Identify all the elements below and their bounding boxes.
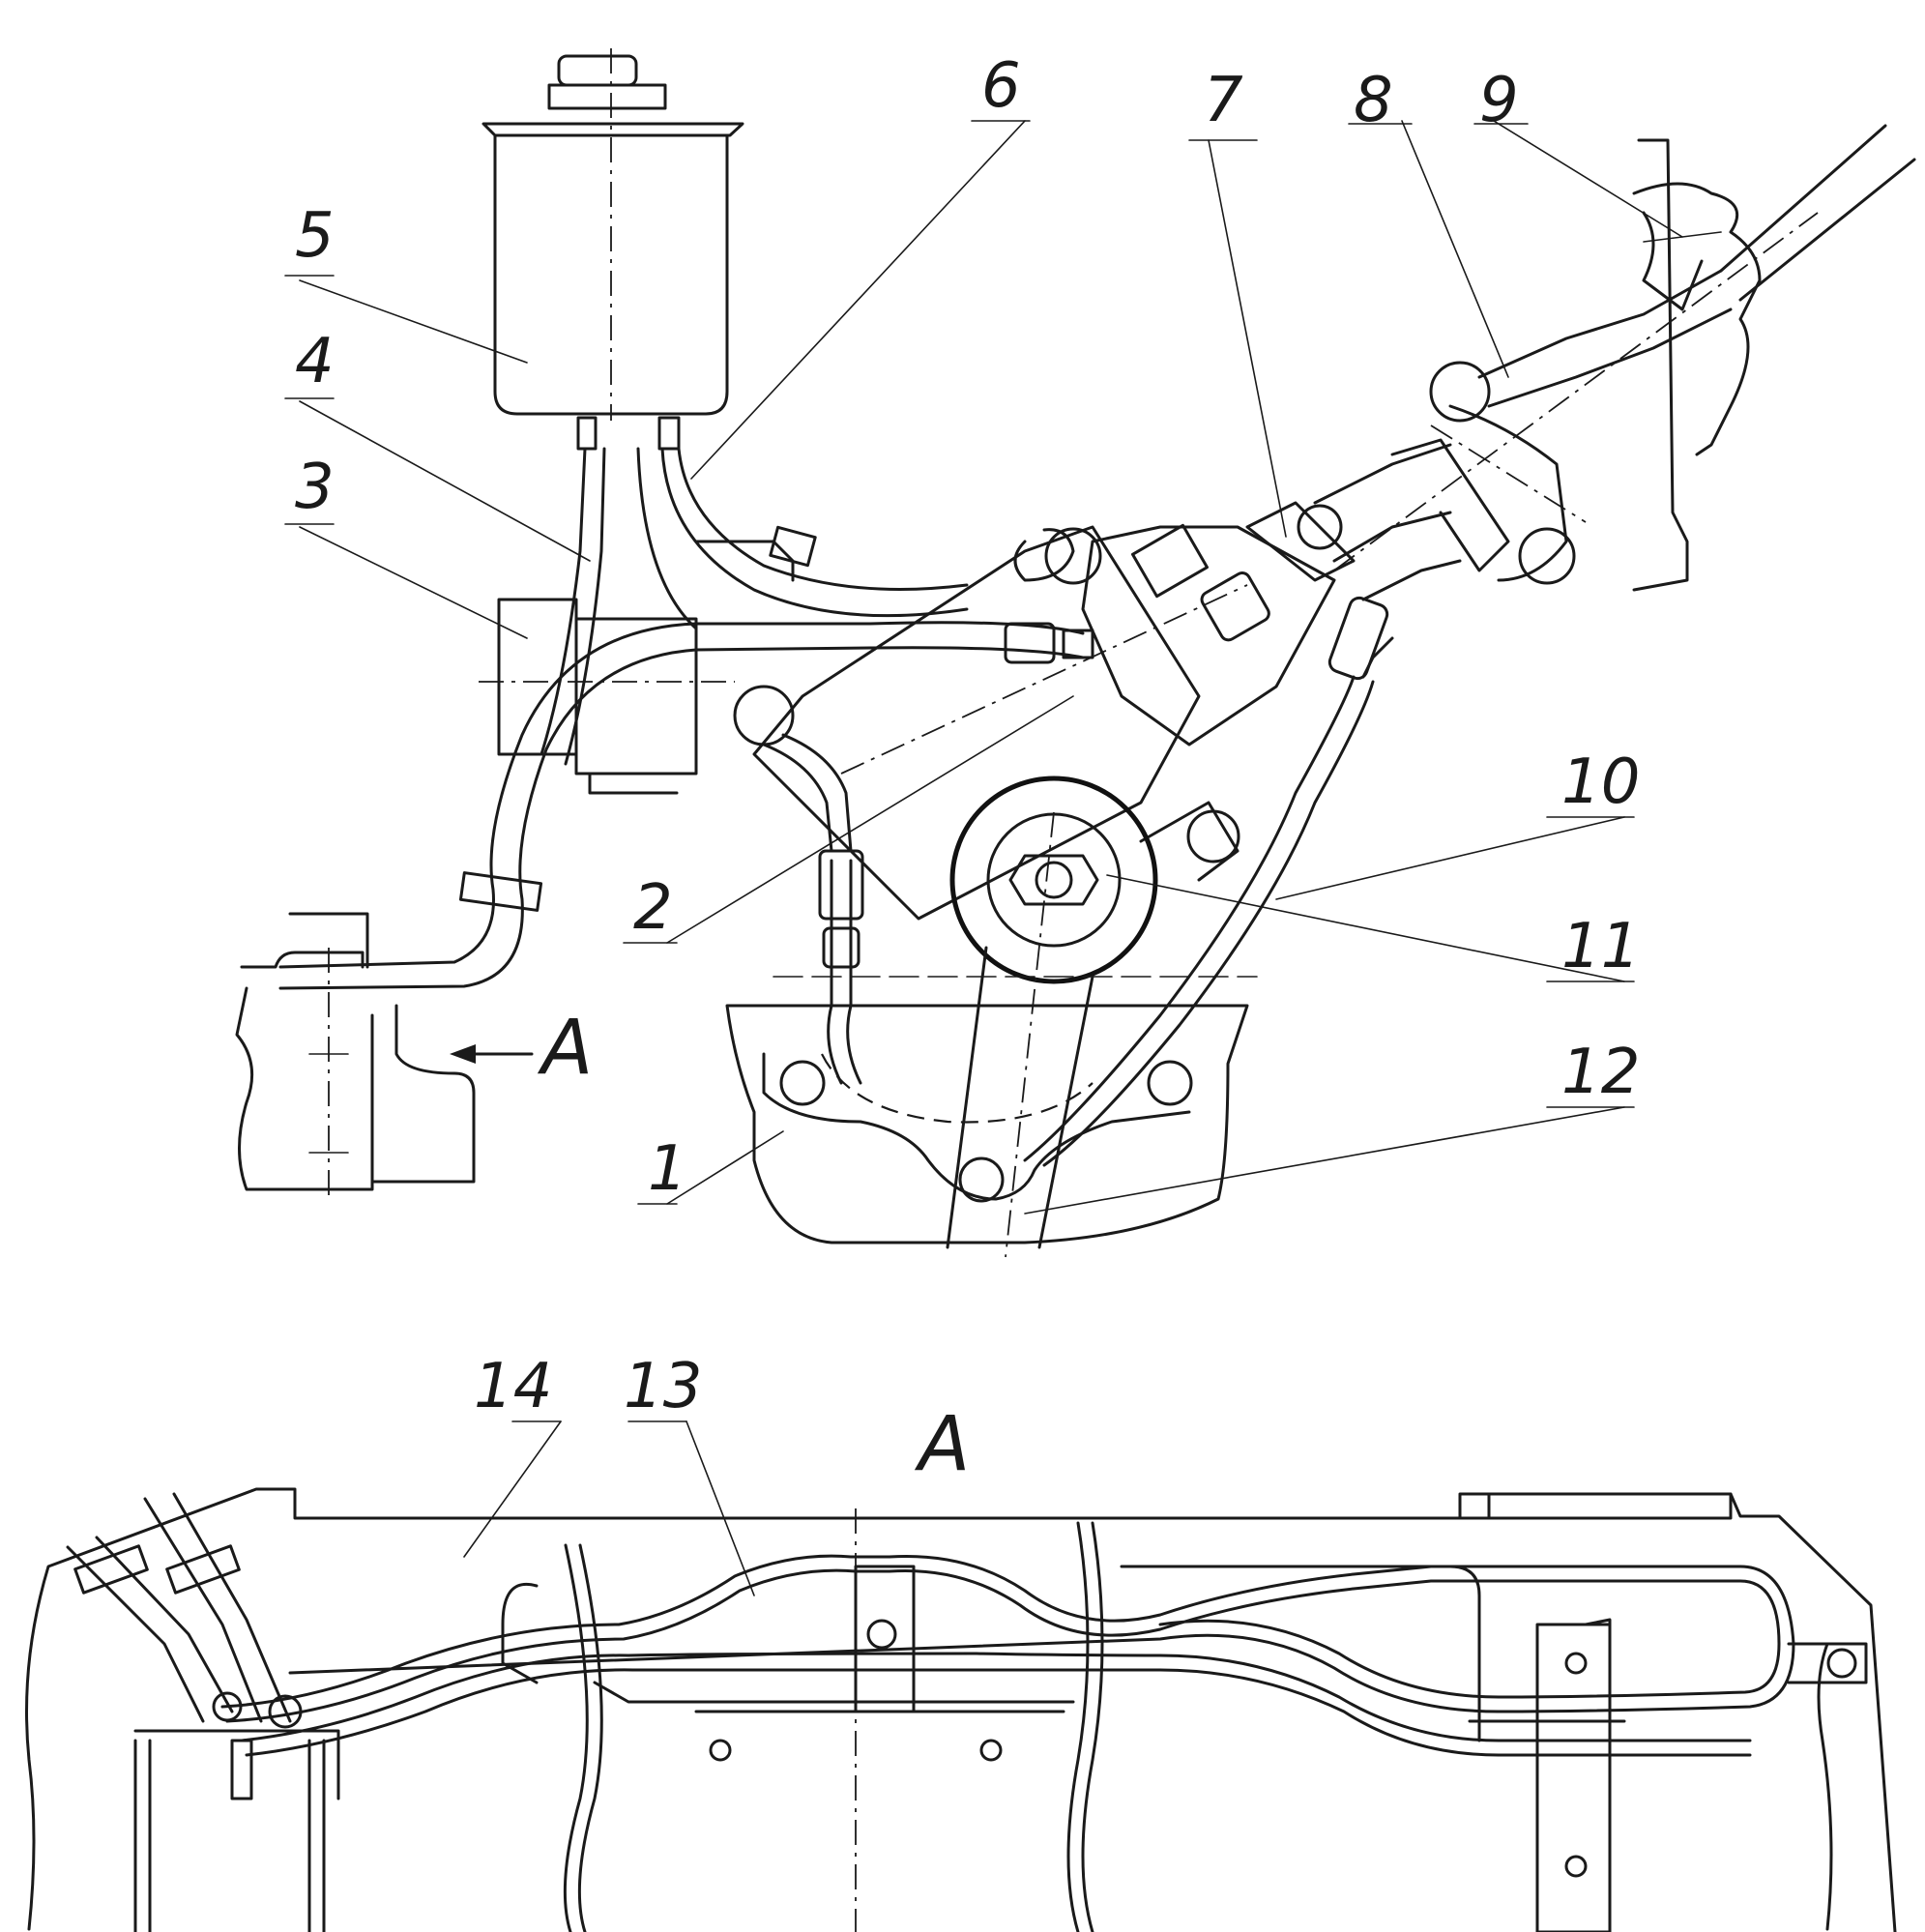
label-14: 14 xyxy=(474,1351,552,1422)
label-3: 3 xyxy=(295,452,335,523)
label-13: 13 xyxy=(624,1351,702,1422)
pitman-arm-pivot xyxy=(949,776,1158,984)
steering-shaft xyxy=(1297,212,1819,601)
view-a-title: A xyxy=(914,1401,970,1488)
return-hose xyxy=(660,447,969,618)
view-a-right-bracket xyxy=(1458,1492,1868,1932)
leader-lines-top xyxy=(299,120,1683,1215)
view-a-hose-ends xyxy=(66,1492,340,1932)
label-9: 9 xyxy=(1479,65,1519,136)
view-a-pipes xyxy=(220,1554,1795,1757)
view-a-arrow-label: A xyxy=(537,1005,593,1092)
pump xyxy=(479,598,735,795)
label-6: 6 xyxy=(981,50,1021,122)
label-7: 7 xyxy=(1204,65,1243,136)
label-5: 5 xyxy=(295,200,335,272)
reservoir xyxy=(481,48,744,451)
steering-column-tube xyxy=(1642,124,1916,311)
label-10: 10 xyxy=(1561,746,1640,818)
view-a-arrow: A xyxy=(450,1005,593,1092)
pressure-hose xyxy=(278,621,1094,990)
label-12: 12 xyxy=(1561,1037,1640,1108)
pitman-arm xyxy=(946,811,1094,1258)
label-1: 1 xyxy=(648,1133,687,1205)
frame-bracket xyxy=(235,912,476,1199)
label-11: 11 xyxy=(1561,911,1640,982)
leader-lines-view-a xyxy=(463,1420,755,1596)
view-a-center-clamp xyxy=(854,1508,916,1932)
suction-hose xyxy=(540,447,698,766)
label-2: 2 xyxy=(633,872,673,944)
mounting-plate xyxy=(725,976,1258,1244)
label-8: 8 xyxy=(1354,65,1393,136)
high-pressure-line xyxy=(1023,596,1394,1167)
control-valve xyxy=(1081,501,1356,746)
return-hose-gear xyxy=(762,733,864,1085)
firewall-boot xyxy=(1632,138,1762,592)
callout-labels: 5 4 3 6 7 8 9 10 11 12 2 1 14 13 A xyxy=(284,50,1640,1488)
label-4: 4 xyxy=(295,326,335,397)
